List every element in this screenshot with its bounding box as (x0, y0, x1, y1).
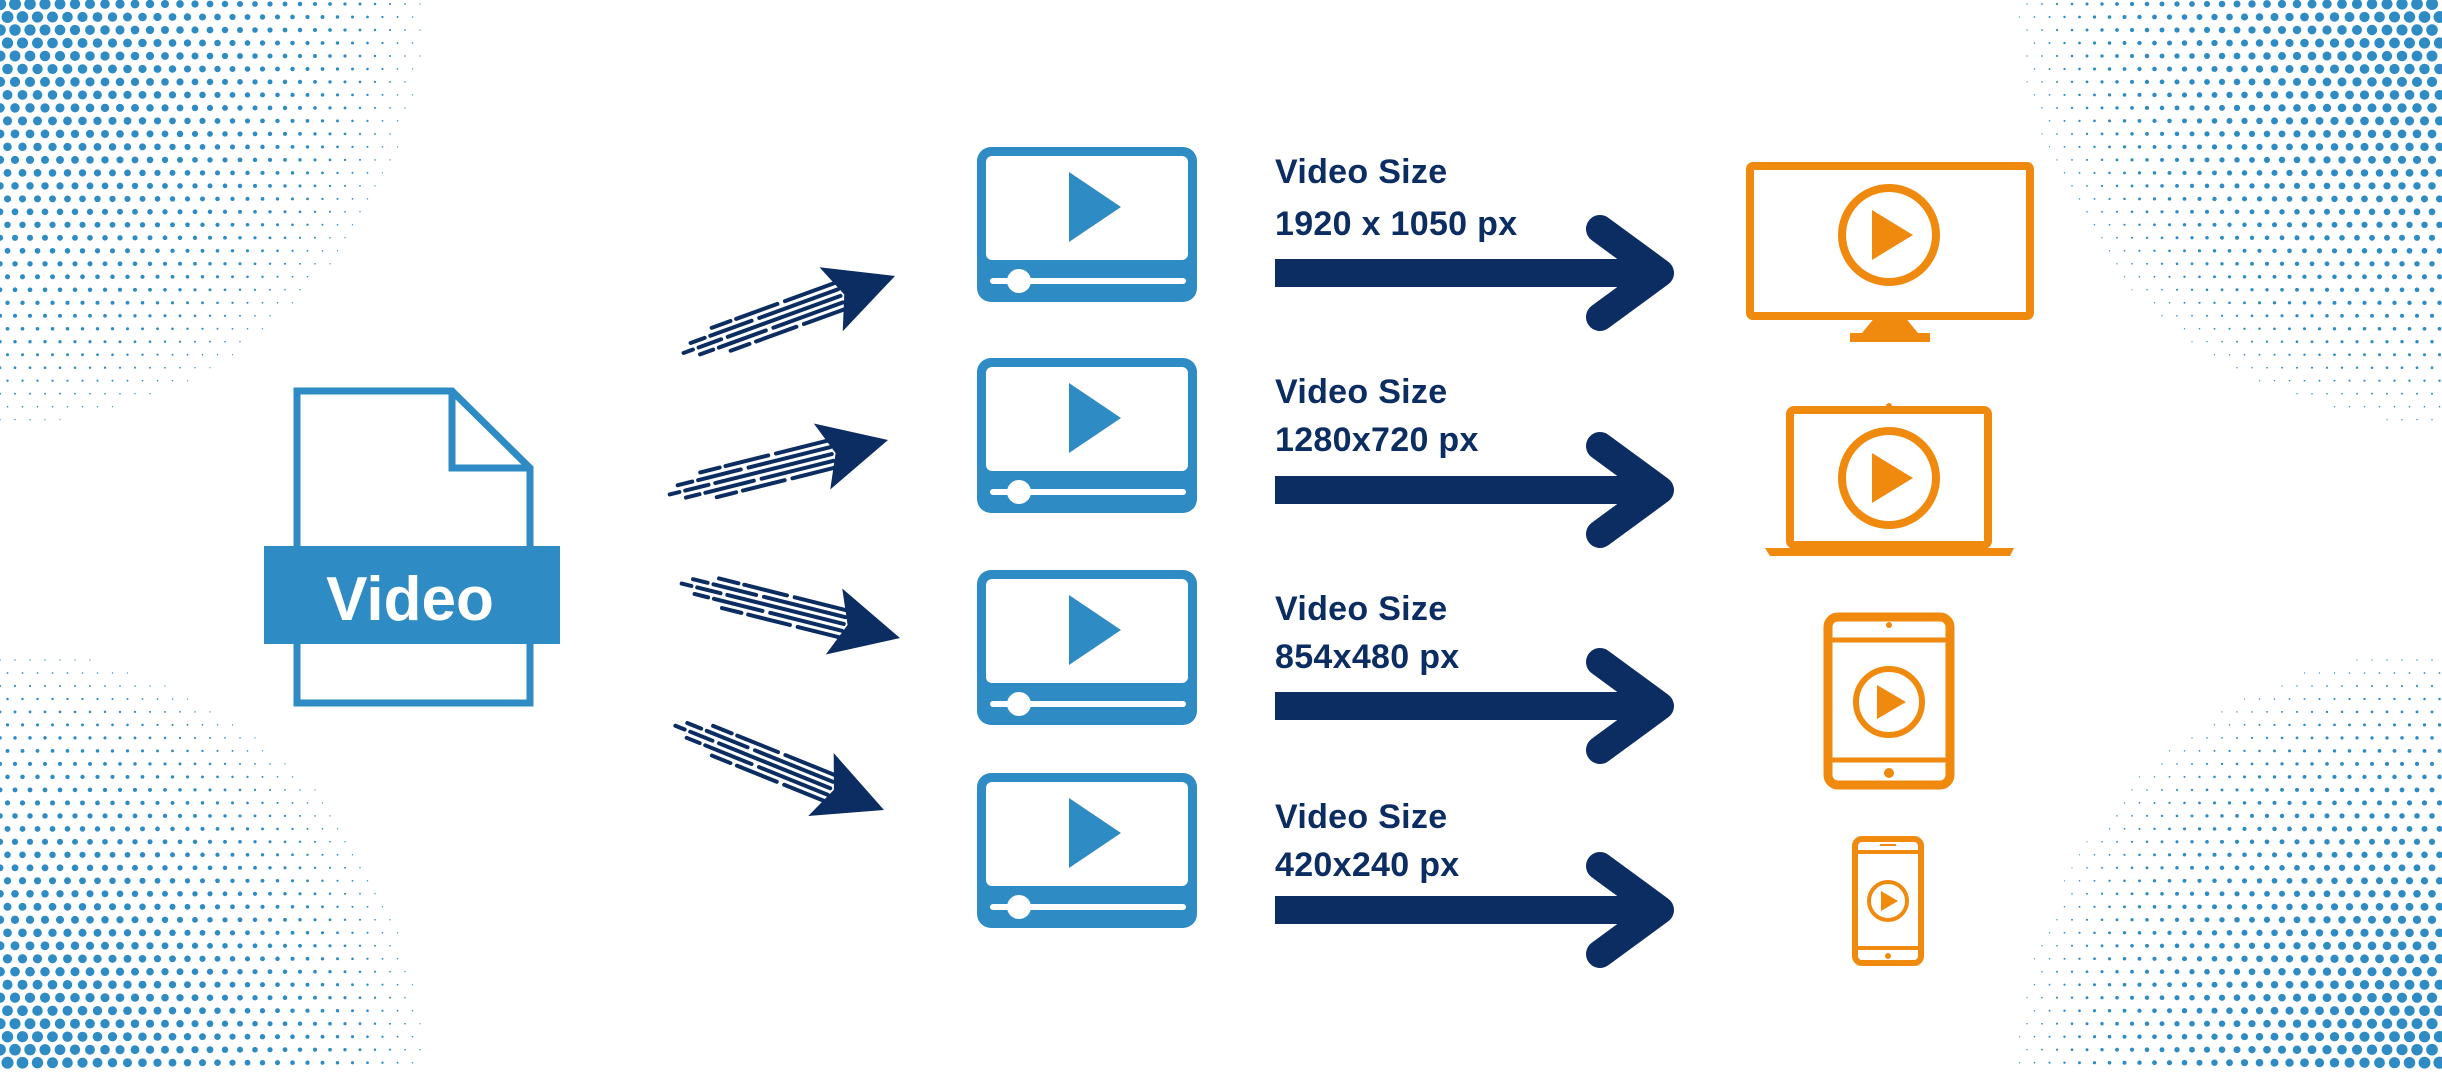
phone-play-icon (1852, 836, 1924, 966)
video-player-icon (977, 773, 1197, 928)
rendition-heading: Video Size (1275, 373, 1448, 411)
video-file-icon: Video (264, 387, 560, 707)
video-file-label: Video (326, 565, 494, 634)
motion-arrows (667, 267, 900, 817)
rendition-size: 420x240 px (1275, 846, 1460, 884)
video-player-icon (977, 570, 1197, 725)
rendition-label-3: Video Size 854x480 px (1275, 585, 1460, 681)
rendition-size: 1920 x 1050 px (1275, 205, 1518, 243)
halftone-corner (2018, 659, 2442, 1069)
laptop-play-icon (1765, 403, 2014, 556)
rendition-heading: Video Size (1275, 590, 1448, 628)
rendition-label-1: Video Size 1920 x 1050 px (1275, 148, 1517, 248)
right-arrow-icon (1275, 648, 1674, 764)
halftone-corner (0, 0, 421, 421)
video-player-icon (977, 358, 1197, 513)
right-arrow-icon (1275, 852, 1674, 968)
video-file-band (264, 546, 560, 644)
rendition-heading: Video Size (1275, 798, 1448, 836)
rendition-heading: Video Size (1275, 153, 1448, 191)
motion-arrow-icon (673, 720, 884, 817)
right-arrow-icon (1275, 432, 1674, 548)
halftone-corner (2018, 0, 2442, 421)
video-players (977, 147, 1197, 928)
motion-arrow-icon (679, 576, 900, 655)
tablet-play-icon (1823, 612, 1955, 790)
rendition-size: 854x480 px (1275, 638, 1460, 676)
rendition-label-4: Video Size 420x240 px (1275, 793, 1460, 889)
rendition-size: 1280x720 px (1275, 421, 1479, 459)
motion-arrow-icon (667, 423, 888, 500)
motion-arrow-icon (681, 267, 895, 357)
rendition-label-2: Video Size 1280x720 px (1275, 368, 1479, 464)
halftone-corner (0, 659, 421, 1069)
right-arrow-icon (1275, 215, 1674, 331)
output-arrows (1275, 215, 1674, 968)
monitor-play-icon (1746, 162, 2034, 342)
video-player-icon (977, 147, 1197, 302)
